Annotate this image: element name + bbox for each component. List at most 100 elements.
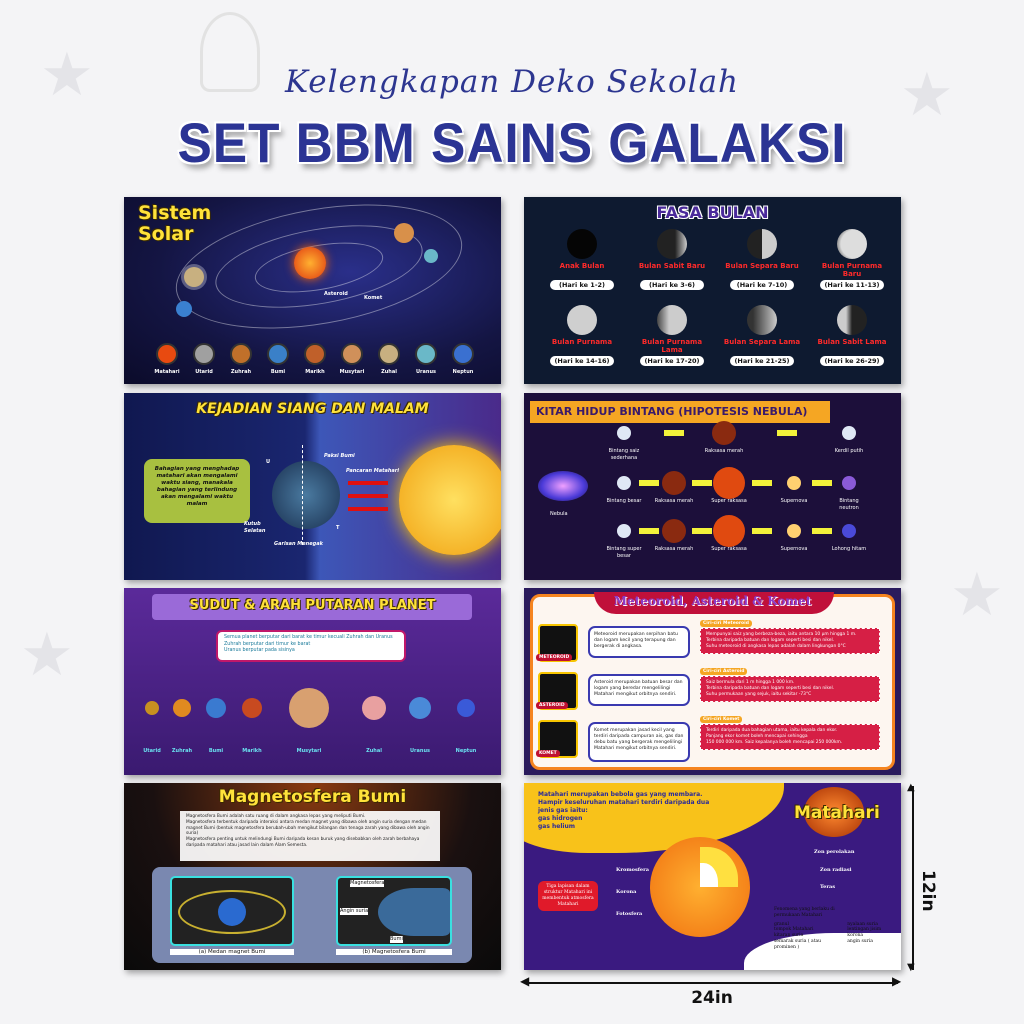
phase-days: (Hari ke 7-10) bbox=[730, 280, 794, 290]
planet-item: Neptun bbox=[446, 343, 480, 383]
planet-icon bbox=[289, 688, 329, 728]
planet-label: Uranus bbox=[416, 369, 436, 375]
diagram-magnetosphere: Magnetosfera Angin suria Bumi bbox=[336, 876, 452, 946]
arrow-right-icon bbox=[751, 528, 772, 534]
fact-item: Saiz bermula dari 1 m hingga 1 000 km. bbox=[706, 680, 795, 685]
phenomenon-item: nyalaan suria bbox=[847, 921, 878, 927]
label-east: T bbox=[336, 525, 340, 531]
bullet: Matahari merupakan bebola gas yang memba… bbox=[538, 791, 703, 798]
item-tag: METEOROID bbox=[536, 654, 573, 661]
info-box: Magnetosfera Bumi adalah satu ruang di d… bbox=[180, 811, 440, 861]
facts-title: Ciri-ciri Meteoroid bbox=[700, 620, 752, 627]
fact-item: Panjang ekor komet boleh mencapai sehing… bbox=[706, 734, 808, 739]
star-icon bbox=[842, 426, 856, 440]
vertical-line bbox=[302, 445, 303, 545]
item-tag: KOMET bbox=[536, 750, 560, 757]
phase-name: Bulan Separa Baru bbox=[725, 262, 799, 270]
phase-name: Bulan Purnama Baru bbox=[821, 262, 883, 278]
poster-putaran-planet: SUDUT & ARAH PUTARAN PLANET Semua planet… bbox=[124, 588, 501, 775]
star-icon bbox=[662, 471, 686, 495]
bullet: Hampir keseluruhan matahari terdiri dari… bbox=[538, 799, 710, 814]
phase-days: (Hari ke 1-2) bbox=[550, 280, 614, 290]
planet-zuhal bbox=[184, 267, 204, 287]
star-stage-label: Bintang super besar bbox=[606, 546, 642, 559]
moon-phase-icon bbox=[567, 229, 597, 259]
moon-phase-icon bbox=[837, 229, 867, 259]
star-stage-label: Raksasa merah bbox=[654, 546, 694, 552]
arrow-down-icon: ▼ bbox=[907, 962, 915, 973]
label-magnetosfera: Magnetosfera bbox=[350, 880, 385, 887]
star-stage-label: Raksasa merah bbox=[654, 498, 694, 504]
subtitle-script: Kelengkapan Deko Sekolah bbox=[284, 64, 740, 100]
label-teras: Teras bbox=[820, 884, 836, 890]
planet-item: Marikh bbox=[298, 343, 332, 383]
star-icon bbox=[787, 476, 801, 490]
planet-label: Utarid bbox=[143, 748, 161, 754]
arrow-right-icon bbox=[639, 528, 659, 534]
planet-icon bbox=[452, 343, 474, 365]
caption-a: (a) Medan magnet Bumi bbox=[170, 949, 294, 955]
planet-icon bbox=[409, 697, 431, 719]
sunlight-arrows bbox=[348, 481, 388, 485]
label-rays: Pancaran Matahari bbox=[346, 468, 399, 474]
field-lines bbox=[178, 890, 286, 934]
title-banner bbox=[152, 594, 472, 620]
poster-kitar-hidup-bintang: KITAR HIDUP BINTANG (HIPOTESIS NEBULA) N… bbox=[524, 393, 901, 580]
moon-phase-icon bbox=[747, 229, 777, 259]
label-nebula: Nebula bbox=[550, 511, 568, 517]
height-label: 12in bbox=[918, 870, 938, 912]
moon-phase-icon bbox=[657, 229, 687, 259]
facts-box: Terdiri daripada dua bahagian utama, iai… bbox=[700, 724, 880, 750]
star-icon bbox=[662, 519, 686, 543]
planet-label: Zuhrah bbox=[171, 748, 193, 754]
planet-label: Utarid bbox=[195, 369, 213, 375]
star-stage-label: Supernova bbox=[780, 546, 808, 552]
planet-icon bbox=[206, 698, 226, 718]
fact-item: Terdiri daripada dua bahagian utama, iai… bbox=[706, 728, 838, 733]
planet-label: Musytari bbox=[296, 748, 322, 754]
phase-name: Bulan Purnama bbox=[551, 338, 613, 346]
sun bbox=[399, 445, 501, 555]
phenomenon-item: angin suria bbox=[847, 938, 873, 944]
moon-phase-icon bbox=[837, 305, 867, 335]
background-star-icon: ★ bbox=[20, 620, 74, 690]
sun-cross-section bbox=[650, 837, 750, 937]
facts-box: Mempunyai saiz yang berbeza-beza, iaitu … bbox=[700, 628, 880, 654]
star-stage-label: Bintang neutron bbox=[839, 498, 859, 511]
phase-name: Bulan Sabit Lama bbox=[817, 338, 887, 346]
arrow-right-icon bbox=[776, 430, 797, 436]
star-stage-label: Super raksasa bbox=[711, 546, 747, 552]
planet-label: Zuhal bbox=[366, 748, 382, 754]
arrow-right-icon bbox=[751, 480, 772, 486]
title-line: Solar bbox=[138, 223, 194, 245]
star-icon bbox=[712, 421, 736, 445]
label-fotosfera: Fotosfera bbox=[616, 911, 643, 917]
planet-icon bbox=[415, 343, 437, 365]
item-tag: ASTEROID bbox=[536, 702, 568, 709]
star-stage-label: Kerdil putih bbox=[834, 448, 864, 454]
planet-icon bbox=[242, 698, 262, 718]
planet-icon bbox=[145, 701, 159, 715]
planet-item: Musytari bbox=[335, 343, 369, 383]
fact-item: 150 000 000 km. Saiz kepalanya boleh men… bbox=[706, 740, 843, 745]
planet-label: Zuhrah bbox=[230, 369, 252, 375]
star-icon bbox=[617, 524, 631, 538]
planet-icon bbox=[457, 699, 475, 717]
star-stage-label: Super raksasa bbox=[711, 498, 747, 504]
poster-fasa-bulan: FASA BULAN Anak Bulan(Hari ke 1-2)Bulan … bbox=[524, 197, 901, 384]
star-stage-label: Bintang besar bbox=[606, 498, 642, 504]
bullet: Semua planet berputar dari barat ke timu… bbox=[224, 635, 393, 640]
planet-icon bbox=[304, 343, 326, 365]
description-box: Asteroid merupakan batuan besar dan loga… bbox=[588, 674, 690, 706]
title-line: Sistem bbox=[138, 202, 212, 224]
planet-label: Bumi bbox=[208, 748, 224, 754]
phase-name: Bulan Purnama Lama bbox=[641, 338, 703, 354]
planet-label: Zuhal bbox=[381, 369, 397, 375]
star-icon bbox=[617, 426, 631, 440]
bullet: Magnetosfera terbentuk daripada interaks… bbox=[186, 819, 430, 837]
label-south-pole: Kutub Selatan bbox=[244, 521, 266, 534]
gas-item: gas helium bbox=[538, 823, 575, 830]
